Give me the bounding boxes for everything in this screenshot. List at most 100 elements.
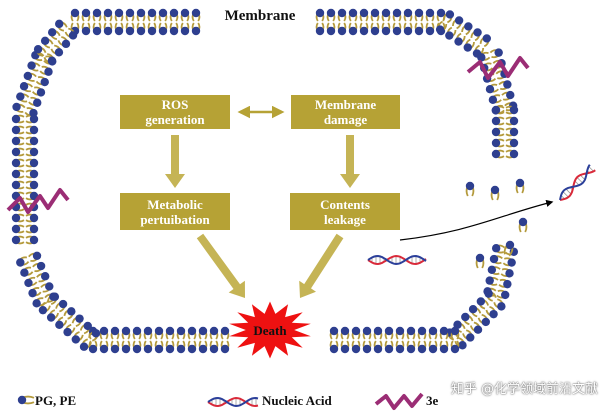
legend-compound-label: 3e [426, 393, 439, 408]
lipid-head [475, 253, 485, 263]
lipid-molecule [57, 36, 71, 49]
lipid-molecule [11, 169, 25, 179]
lipid-head [38, 305, 48, 315]
lipid-head [110, 326, 120, 336]
lipid-head [54, 48, 64, 57]
lipid-head [68, 31, 78, 40]
lipid-molecule [50, 44, 64, 57]
lipid-head [187, 344, 197, 354]
lipid-molecule [461, 22, 473, 36]
lipid-molecule [176, 340, 186, 354]
lipid-head [428, 326, 438, 336]
lipid-molecule [220, 340, 230, 354]
lipid-molecule [25, 224, 39, 234]
lipid-head [125, 26, 135, 36]
lipid-molecule [121, 340, 131, 354]
lipid-head [180, 8, 190, 18]
lipid-molecule [63, 307, 76, 320]
lipid-head [191, 26, 201, 36]
lipid-head [491, 149, 501, 159]
lipid-molecule [125, 8, 135, 22]
lipid-head [351, 344, 361, 354]
lipid-molecule [32, 261, 46, 273]
lipid-head [154, 344, 164, 354]
lipid-molecule [25, 180, 39, 190]
lipid-head [12, 102, 21, 112]
lipid-molecule [505, 116, 519, 126]
lipid-molecule [487, 265, 501, 275]
membrane-bilayer [11, 8, 519, 354]
lipid-molecule [187, 326, 197, 340]
lipid-head [29, 147, 39, 157]
lipid-molecule [454, 337, 467, 350]
lipid-head [83, 321, 92, 331]
lipid-head [16, 92, 25, 101]
lipid-head [20, 268, 29, 277]
lipid-molecule [165, 326, 175, 340]
lipid-molecule [169, 8, 179, 22]
compound-3e-left [6, 188, 70, 214]
lipid-molecule [209, 326, 219, 340]
lipid-molecule [180, 22, 190, 36]
lipid-molecule [187, 340, 197, 354]
lipid-molecule [392, 8, 402, 22]
lipid-head [165, 326, 175, 336]
lipid-molecule [220, 326, 230, 340]
lipid-head [392, 26, 402, 36]
lipid-head [99, 344, 109, 354]
lipid-head [484, 289, 493, 298]
lipid-head [392, 8, 402, 18]
lipid-head [11, 224, 21, 234]
lipid-head [384, 344, 394, 354]
lipid-molecule [502, 257, 516, 267]
lipid-head [414, 8, 424, 18]
lipid-head [209, 326, 219, 336]
lipid-molecule [476, 297, 489, 310]
lipid-molecule [442, 10, 455, 24]
lipid-head [11, 125, 21, 135]
lipid-head [103, 8, 113, 18]
lipid-molecule [25, 213, 39, 223]
lipid-molecule [11, 180, 25, 190]
arrow-damage-to-leakage [340, 135, 360, 188]
lipid-molecule [55, 19, 68, 32]
lipid-head [491, 127, 501, 137]
lipid-head [11, 136, 21, 146]
lipid-molecule [63, 323, 76, 337]
lipid-head [468, 304, 478, 314]
lipid-head [55, 19, 64, 29]
lipid-molecule [406, 340, 416, 354]
lipid-molecule [477, 51, 491, 62]
lipid-head [473, 325, 483, 334]
lipid-head [136, 26, 146, 36]
lipid-head [417, 344, 427, 354]
lipid-molecule [154, 326, 164, 340]
lipid-molecule [470, 28, 482, 42]
lipid-molecule [46, 309, 59, 322]
dna-strand-red [207, 396, 259, 408]
watermark: 知乎 @化学领域前沿文献 [450, 382, 598, 397]
lipid-molecule [501, 90, 515, 101]
lipid-head [220, 326, 230, 336]
lipid-head [439, 344, 449, 354]
lipid-molecule [461, 312, 474, 326]
dna-strand-red [367, 254, 427, 266]
lipid-head [143, 326, 153, 336]
lipid-head [45, 282, 54, 291]
lipid-molecule [505, 105, 519, 115]
lipid-head [489, 254, 499, 264]
lipid-head [337, 26, 347, 36]
lipid-head [481, 317, 491, 327]
lipid-head [403, 8, 413, 18]
lipid-molecule [43, 53, 57, 65]
lipid-molecule [99, 326, 109, 340]
lipid-head [491, 244, 501, 253]
lipid-head [121, 326, 131, 336]
lipid-head [11, 147, 21, 157]
lipid-molecule [392, 22, 402, 36]
lipid-head [44, 67, 53, 76]
lipid-head [403, 26, 413, 36]
lipid-molecule [496, 289, 510, 300]
lipid-molecule [11, 158, 25, 168]
lipid-head [509, 127, 519, 137]
